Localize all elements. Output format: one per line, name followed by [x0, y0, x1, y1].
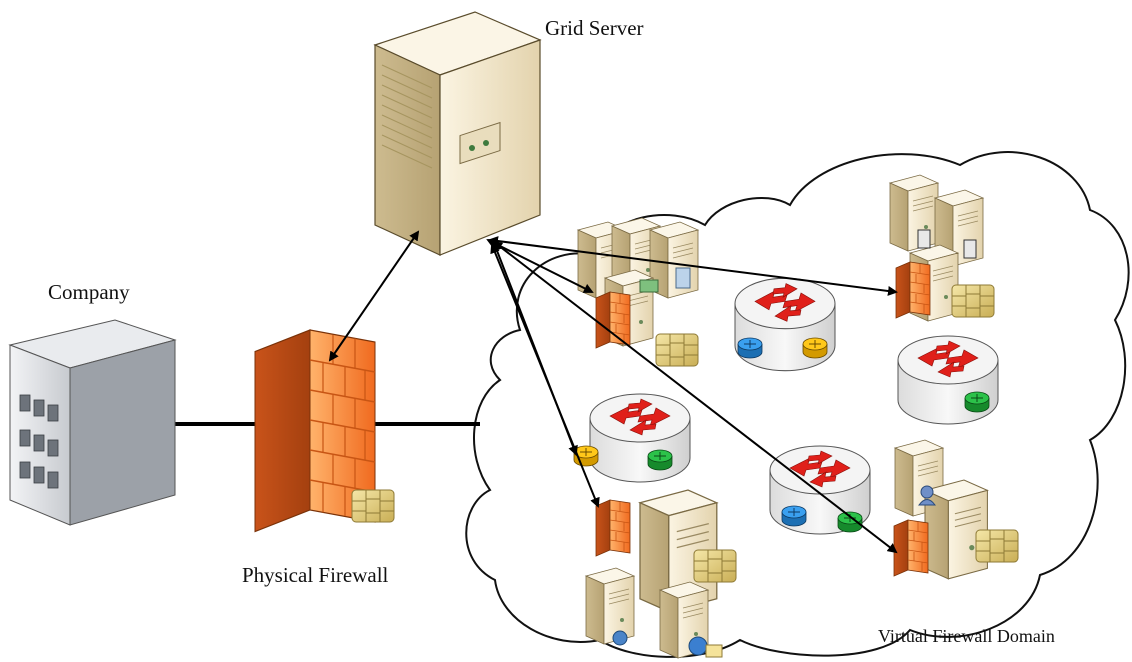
company-building-icon	[8, 319, 177, 526]
firewall-small-icon	[595, 291, 631, 349]
router-port-green-icon	[647, 449, 673, 471]
server-cluster-bottom-right	[894, 439, 989, 580]
firewall-small-icon	[893, 519, 929, 577]
chip-icon	[655, 333, 699, 367]
firewall-small-icon	[895, 261, 931, 319]
router-port-blue-icon	[737, 337, 763, 359]
router-port-green-icon	[964, 391, 990, 413]
router-icon	[589, 393, 691, 483]
physical-firewall-chip-icon	[351, 489, 395, 523]
grid-to-bottom-right-cluster-arrow	[492, 240, 898, 554]
chip-icon	[951, 284, 995, 318]
grid-server-label: Grid Server	[545, 16, 644, 40]
physical-firewall-label: Physical Firewall	[242, 563, 389, 587]
router-port-blue-icon	[781, 505, 807, 527]
company-label: Company	[48, 280, 130, 304]
virtual-domain-cloud	[465, 151, 1130, 658]
chip-icon	[693, 549, 737, 583]
grid-server-icon	[373, 11, 542, 256]
chip-icon	[975, 529, 1019, 563]
server-cluster-bottom-left	[585, 489, 723, 659]
server-cluster-top-right	[889, 174, 984, 322]
virtual-firewall-domain-label: Virtual Firewall Domain	[878, 626, 1055, 646]
router-port-yellow-icon	[802, 337, 828, 359]
grid-to-firewall-arrow	[328, 230, 420, 362]
firewall-small-icon	[595, 499, 631, 557]
